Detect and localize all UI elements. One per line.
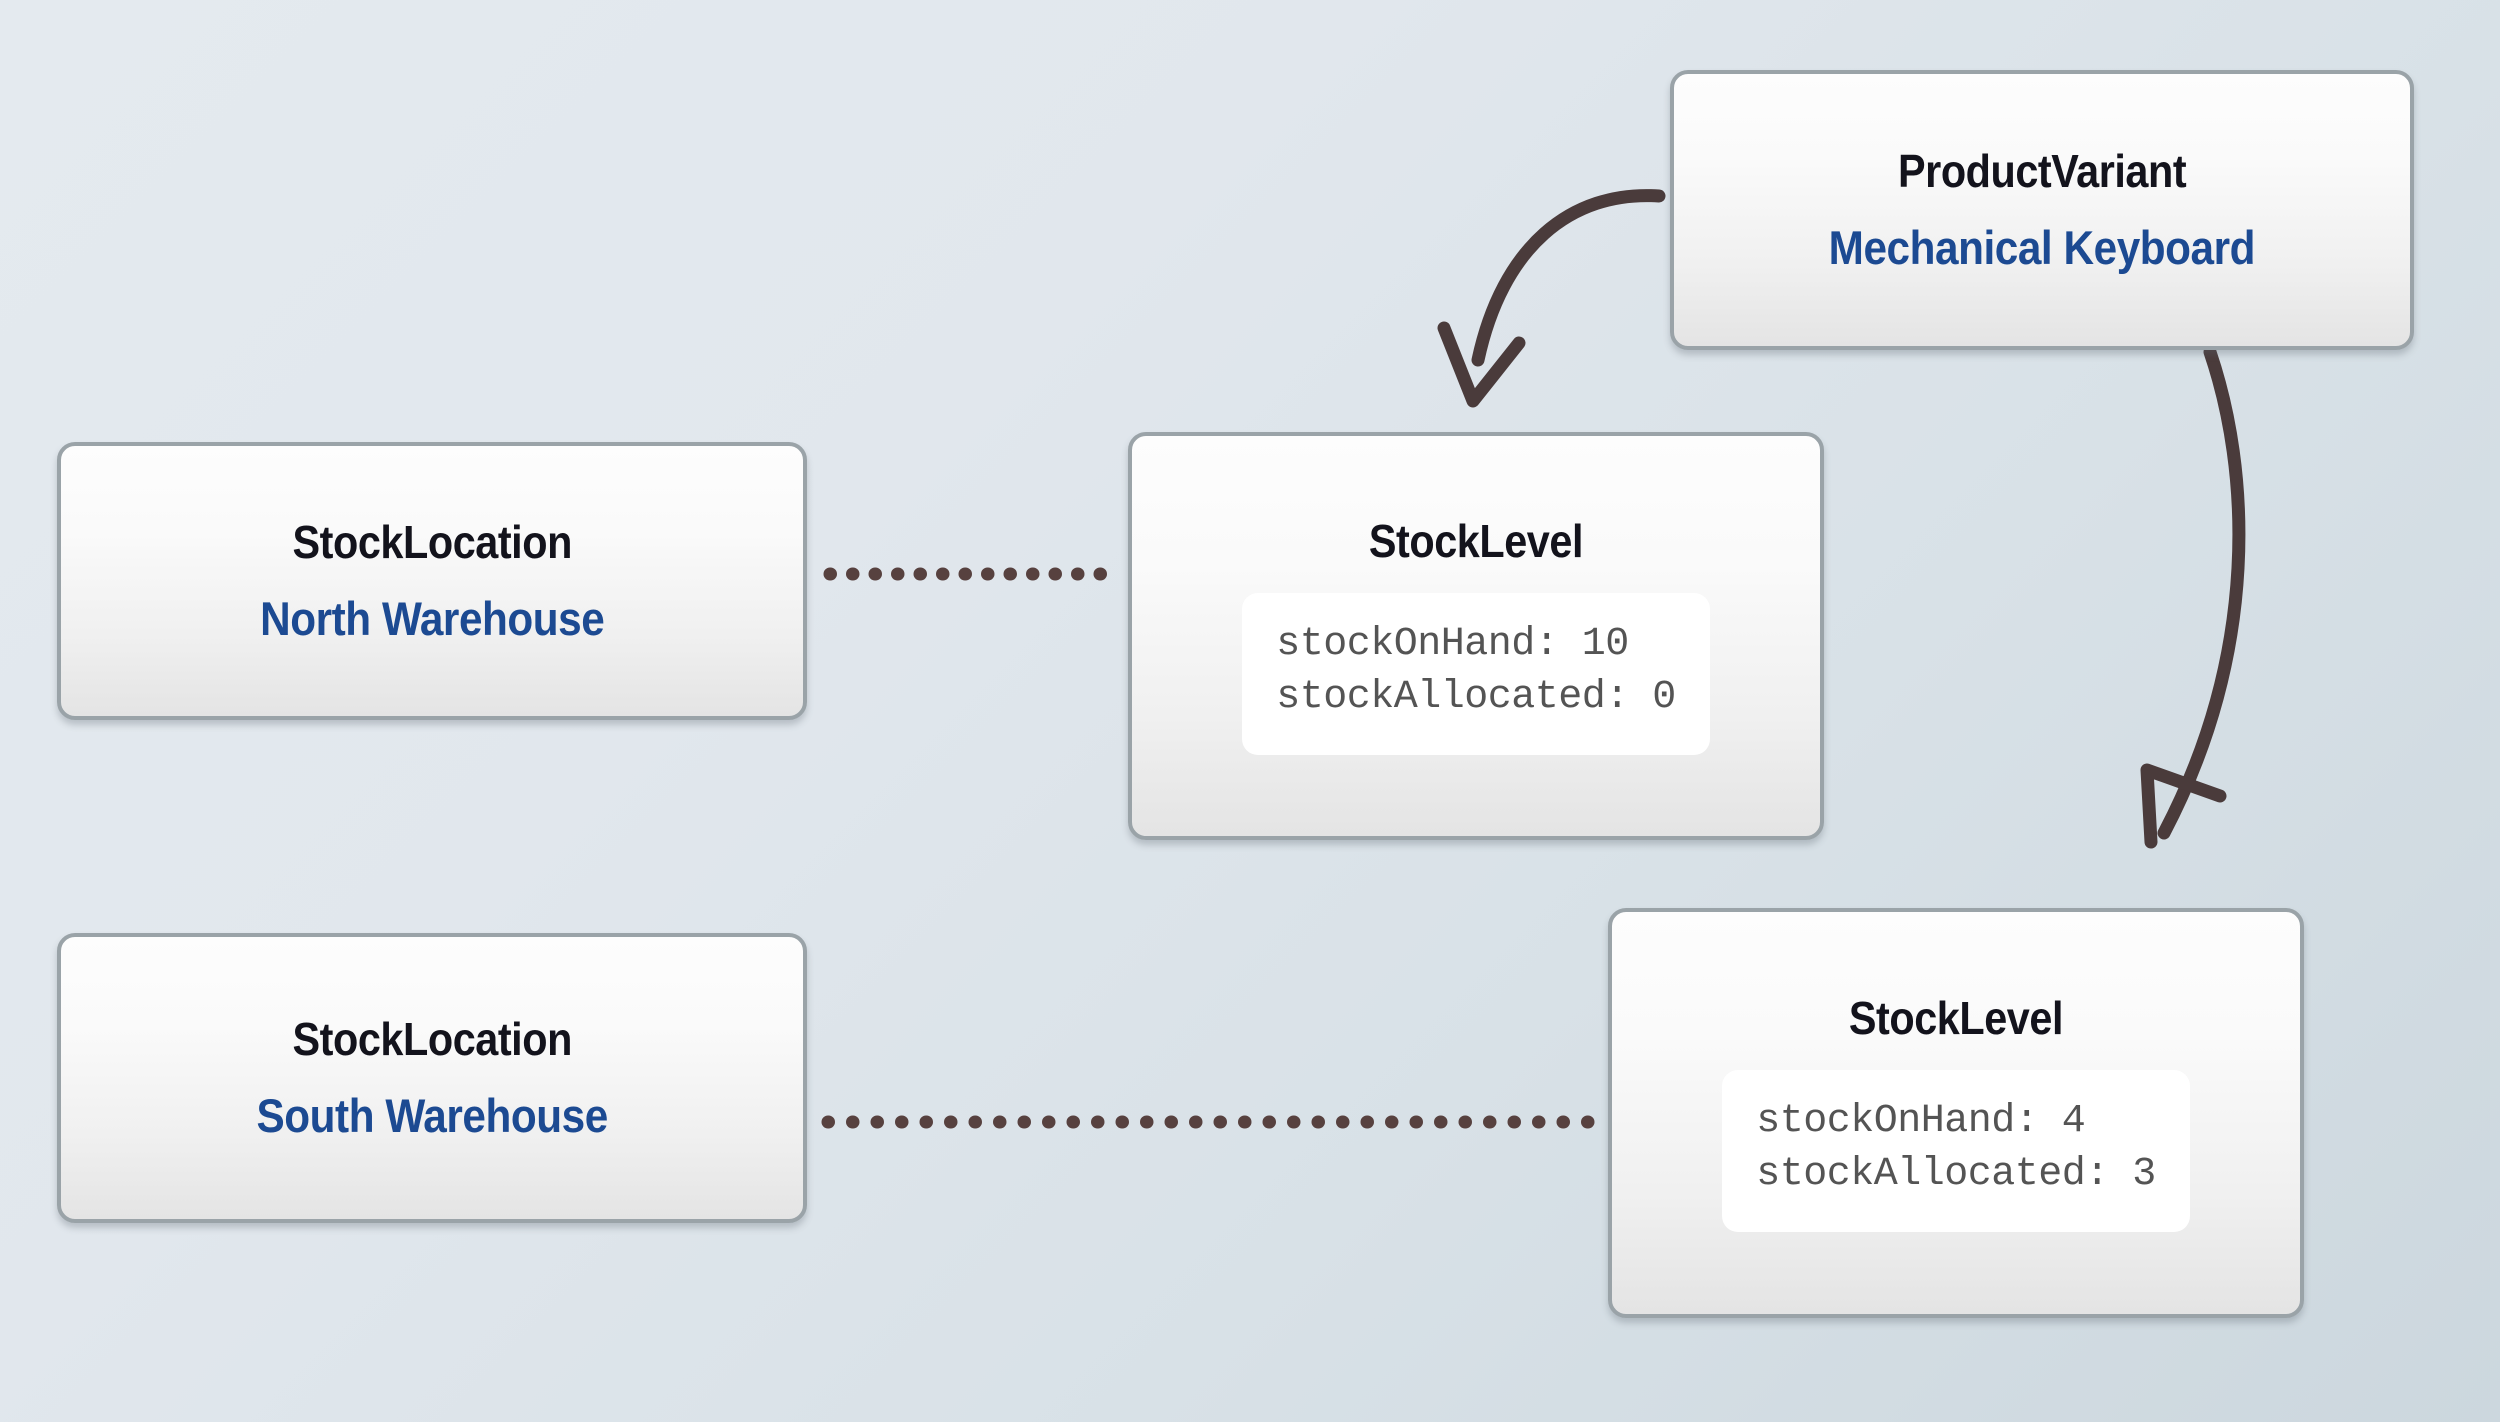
arrowhead-icon <box>2140 763 2227 849</box>
node-stock-level-1-fields: stockOnHand: 10 stockAllocated: 0 <box>1242 593 1710 755</box>
node-stock-level-2[interactable]: StockLevel stockOnHand: 4 stockAllocated… <box>1608 908 2304 1318</box>
node-product-variant-title: ProductVariant <box>1897 145 2187 198</box>
node-stock-level-2-title: StockLevel <box>1848 992 2064 1045</box>
node-stock-location-south-title: StockLocation <box>292 1013 572 1066</box>
node-stock-level-1[interactable]: StockLevel stockOnHand: 10 stockAllocate… <box>1128 432 1824 840</box>
node-stock-level-1-title: StockLevel <box>1368 515 1584 568</box>
node-stock-level-2-fields: stockOnHand: 4 stockAllocated: 3 <box>1722 1070 2190 1232</box>
node-product-variant[interactable]: ProductVariant Mechanical Keyboard <box>1670 70 2414 350</box>
node-product-variant-subtitle: Mechanical Keyboard <box>1828 221 2256 275</box>
field-stock-allocated: stockAllocated: 0 <box>1276 675 1676 721</box>
node-stock-location-south[interactable]: StockLocation South Warehouse <box>57 933 807 1223</box>
node-stock-location-north-subtitle: North Warehouse <box>259 592 605 646</box>
node-stock-location-south-subtitle: South Warehouse <box>256 1089 608 1143</box>
field-stock-allocated: stockAllocated: 3 <box>1756 1152 2156 1198</box>
arrowhead-icon <box>1437 321 1526 408</box>
field-stock-on-hand: stockOnHand: 10 <box>1276 622 1629 668</box>
node-stock-location-north-title: StockLocation <box>292 516 572 569</box>
edge-variant-to-stocklevel-1 <box>1437 189 1666 408</box>
edge-variant-to-stocklevel-2 <box>2140 345 2246 849</box>
field-stock-on-hand: stockOnHand: 4 <box>1756 1099 2086 1145</box>
node-stock-location-north[interactable]: StockLocation North Warehouse <box>57 442 807 720</box>
